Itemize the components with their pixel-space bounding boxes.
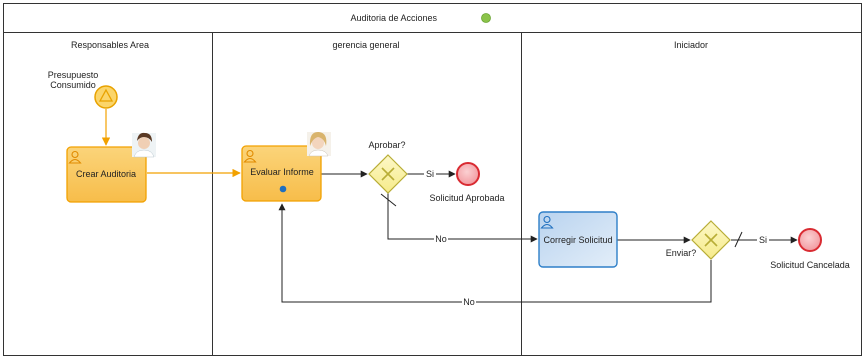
gateway-label-aprobar: Aprobar? (368, 140, 405, 150)
start-event-label-line1: Presupuesto (48, 70, 99, 80)
start-event-circle (94, 85, 118, 109)
triangle-icon (98, 88, 114, 102)
pool-title: Auditoria de Acciones (350, 13, 491, 23)
start-event[interactable]: Presupuesto Consumido (48, 70, 118, 109)
lane-header-responsables: Responsables Area (71, 40, 149, 50)
gateway-aprobar[interactable]: Aprobar? (368, 140, 408, 194)
pool-title-text: Auditoria de Acciones (350, 13, 437, 23)
gateway-enviar[interactable]: Enviar? (666, 220, 731, 260)
flow-label-bg (462, 296, 476, 307)
avatar (307, 131, 331, 157)
flow-label-no-2: No (463, 297, 475, 307)
start-event-label-line2: Consumido (50, 80, 96, 90)
gateway-label-enviar: Enviar? (666, 248, 697, 258)
avatar (132, 132, 156, 158)
task-box (538, 211, 618, 268)
flow-label-bg (434, 233, 448, 244)
x-icon (704, 233, 718, 247)
flow-label-si-2: Si (759, 235, 767, 245)
end-event-aprobada[interactable]: Solicitud Aprobada (429, 162, 505, 203)
task-crear-auditoria[interactable]: Crear Auditoria (66, 146, 147, 203)
status-dot-icon (481, 13, 491, 23)
end-event-label-cancelada: Solicitud Cancelada (770, 260, 850, 270)
default-flow-marker (380, 193, 397, 207)
lane-header-iniciador: Iniciador (674, 40, 708, 50)
task-label-evaluar: Evaluar Informe (250, 167, 314, 177)
flow-label-bg (424, 168, 436, 179)
task-evaluar-informe[interactable]: Evaluar Informe (241, 145, 322, 202)
task-marker-dot-icon (279, 185, 287, 193)
task-label-crear: Crear Auditoria (76, 169, 136, 179)
flow-label-si-1: Si (426, 169, 434, 179)
task-corregir-solicitud[interactable]: Corregir Solicitud (538, 211, 618, 268)
user-icon (540, 215, 554, 229)
task-box (66, 146, 147, 203)
task-box (241, 145, 322, 202)
flow-label-no-1: No (435, 234, 447, 244)
default-flow-marker (734, 231, 743, 248)
task-label-corregir: Corregir Solicitud (543, 235, 612, 245)
x-icon (381, 167, 395, 181)
end-event-circle (798, 228, 822, 252)
lane-header-gerencia: gerencia general (332, 40, 399, 50)
user-icon (243, 149, 257, 163)
flow-label-bg (757, 234, 769, 245)
flow-aprobar-no[interactable] (387, 193, 538, 243)
end-event-cancelada[interactable]: Solicitud Cancelada (770, 228, 850, 270)
end-event-label-aprobada: Solicitud Aprobada (429, 193, 504, 203)
user-icon (68, 150, 82, 164)
end-event-circle (456, 162, 480, 186)
flow-enviar-no[interactable] (278, 203, 712, 303)
